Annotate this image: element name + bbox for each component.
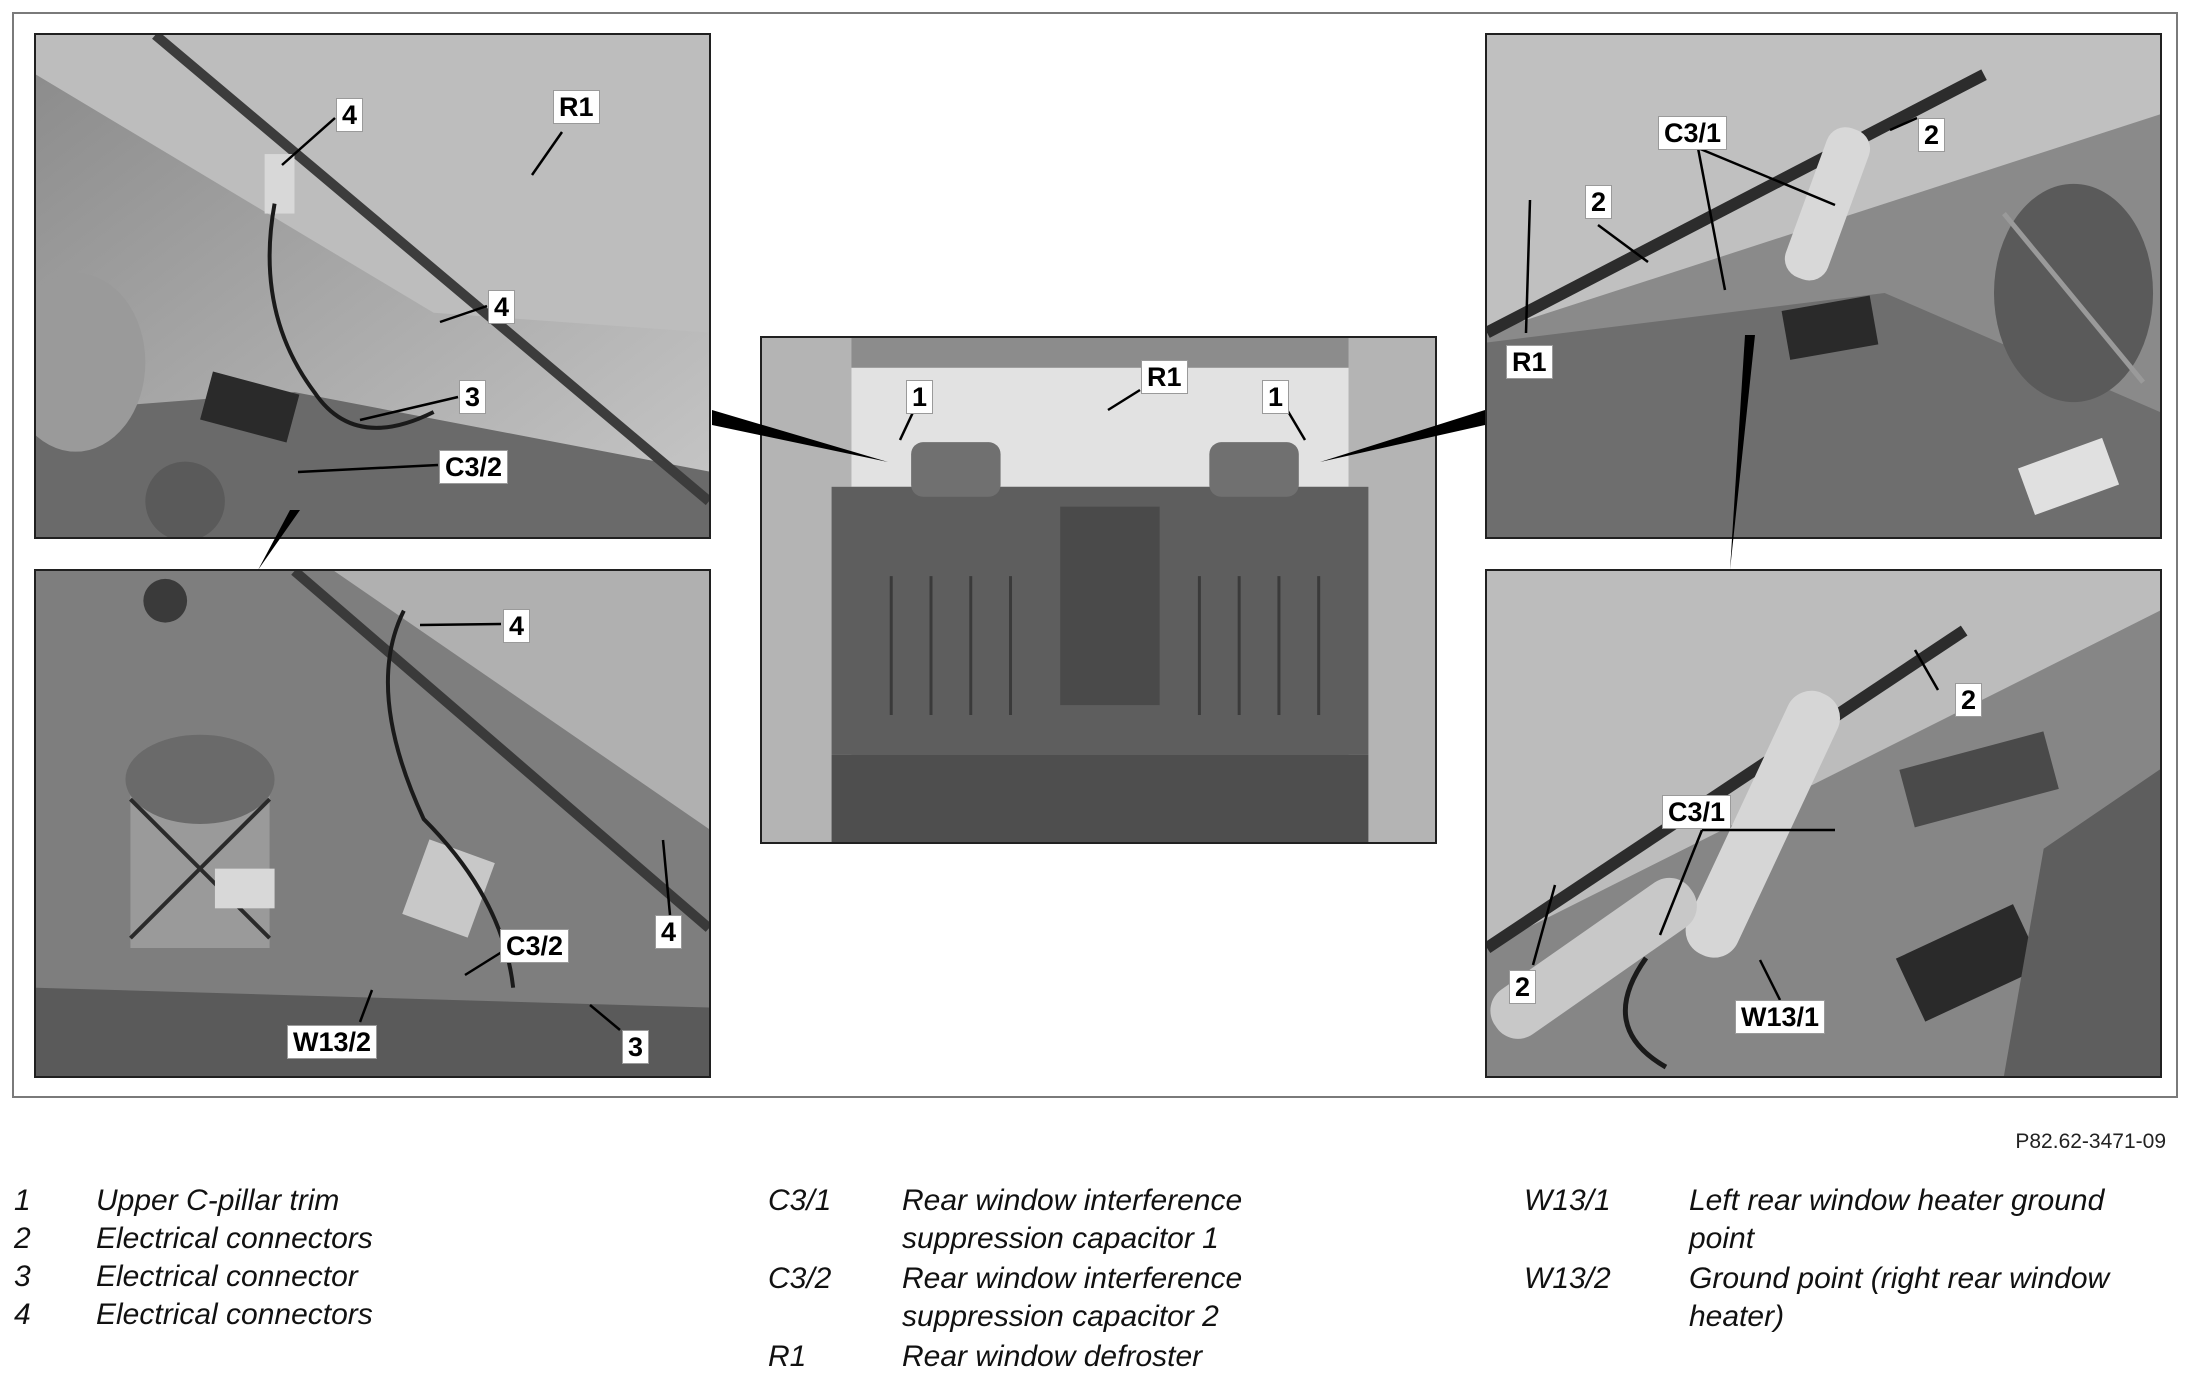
legend-description-line: Ground point (right rear window	[1689, 1262, 2110, 1295]
callout-w13-1: W13/1	[1735, 1000, 1826, 1034]
callout-c3-1: C3/1	[1662, 795, 1732, 829]
photo-bottom-right-c-pillar	[1485, 569, 2162, 1078]
callout-c3-2: C3/2	[500, 929, 570, 963]
callout-2: 2	[1918, 118, 1946, 152]
callout-4: 4	[503, 609, 531, 643]
callout-4: 4	[655, 915, 683, 949]
legend-column-1: 1 Upper C-pillar trim 2 Electrical conne…	[14, 1182, 714, 1334]
photo-center-rear-seat	[760, 336, 1437, 844]
legend-item: W13/1 Left rear window heater ground poi…	[1524, 1182, 2184, 1258]
legend-description: Electrical connector	[96, 1260, 358, 1293]
callout-3: 3	[622, 1030, 650, 1064]
legend-item: 4 Electrical connectors	[14, 1296, 714, 1334]
legend-description: Electrical connectors	[96, 1298, 373, 1331]
legend-key: C3/2	[768, 1262, 832, 1295]
legend-description: Ground point (right rear window heater)	[1689, 1260, 2184, 1336]
legend-item: C3/1 Rear window interference suppressio…	[768, 1182, 1328, 1258]
legend-description-line: suppression capacitor 1	[902, 1222, 1219, 1255]
legend-description-line: point	[1689, 1222, 1755, 1255]
legend-description: Electrical connectors	[96, 1222, 373, 1255]
photo-top-right-c-pillar	[1485, 33, 2162, 539]
legend-description-line: heater)	[1689, 1300, 1785, 1333]
legend-item: C3/2 Rear window interference suppressio…	[768, 1260, 1328, 1336]
photo-bottom-left-c-pillar	[34, 569, 711, 1078]
legend-item: R1 Rear window defroster	[768, 1338, 1328, 1376]
callout-2: 2	[1585, 185, 1613, 219]
legend-description: Rear window interference suppression cap…	[902, 1182, 1328, 1258]
legend-description-line: Rear window interference	[902, 1184, 1243, 1217]
callout-2: 2	[1955, 683, 1983, 717]
legend-description-line: Rear window interference	[902, 1262, 1243, 1295]
callout-4: 4	[488, 290, 516, 324]
legend-key: R1	[768, 1340, 807, 1373]
callout-r1: R1	[1141, 360, 1188, 394]
callout-2: 2	[1509, 970, 1537, 1004]
callout-1: 1	[906, 380, 934, 414]
legend-key: C3/1	[768, 1184, 832, 1217]
legend-description: Rear window defroster	[902, 1340, 1203, 1373]
legend-item: 2 Electrical connectors	[14, 1220, 714, 1258]
legend-description: Upper C-pillar trim	[96, 1184, 340, 1217]
legend-description-line: Left rear window heater ground	[1689, 1184, 2105, 1217]
callout-r1: R1	[553, 90, 600, 124]
callout-c3-1: C3/1	[1658, 116, 1728, 150]
legend-description-line: suppression capacitor 2	[902, 1300, 1219, 1333]
legend-column-3: W13/1 Left rear window heater ground poi…	[1524, 1182, 2184, 1338]
legend-item: 1 Upper C-pillar trim	[14, 1182, 714, 1220]
legend-description: Left rear window heater ground point	[1689, 1182, 2184, 1258]
callout-c3-2: C3/2	[439, 450, 509, 484]
legend-key: 4	[14, 1298, 31, 1331]
callout-4: 4	[336, 98, 364, 132]
legend-key: 1	[14, 1184, 31, 1217]
callout-1: 1	[1262, 380, 1290, 414]
legend-key: 2	[14, 1222, 31, 1255]
legend-item: W13/2 Ground point (right rear window he…	[1524, 1260, 2184, 1336]
callout-r1: R1	[1506, 345, 1553, 379]
photo-top-left-c-pillar	[34, 33, 711, 539]
legend-key: W13/1	[1524, 1184, 1611, 1217]
legend-item: 3 Electrical connector	[14, 1258, 714, 1296]
callout-3: 3	[459, 380, 487, 414]
figure-code: P82.62-3471-09	[2015, 1130, 2166, 1153]
legend-key: W13/2	[1524, 1262, 1611, 1295]
callout-w13-2: W13/2	[287, 1025, 378, 1059]
legend-column-2: C3/1 Rear window interference suppressio…	[768, 1182, 1328, 1378]
legend-description: Rear window interference suppression cap…	[902, 1260, 1328, 1336]
legend-key: 3	[14, 1260, 31, 1293]
